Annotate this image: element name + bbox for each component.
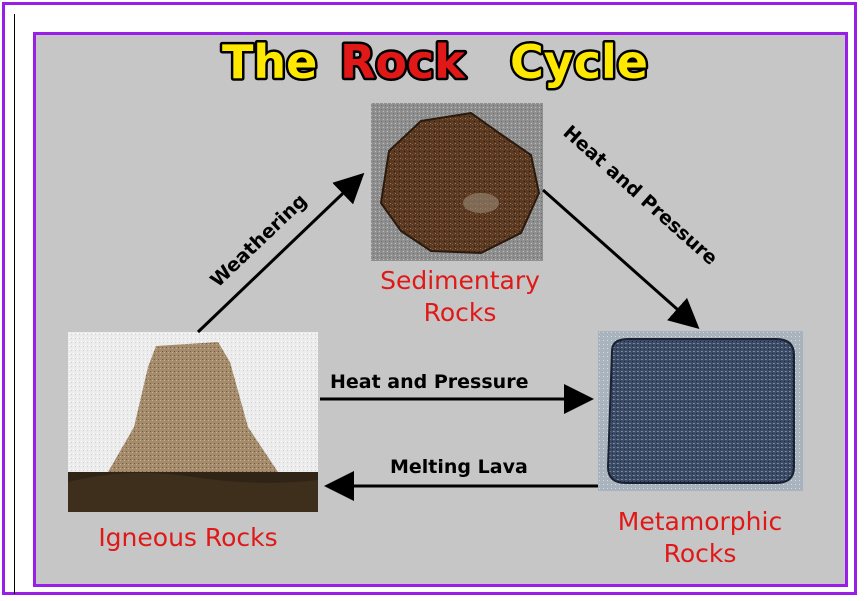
arrow-igneous-to-sedimentary	[198, 177, 360, 332]
edge-label-heat-pressure-diagonal: Heat and Pressure	[559, 121, 722, 269]
edge-label-heat-pressure-horizontal: Heat and Pressure	[330, 371, 528, 393]
edge-label-melting-lava: Melting Lava	[390, 456, 528, 478]
edge-label-weathering: Weathering	[206, 190, 311, 292]
